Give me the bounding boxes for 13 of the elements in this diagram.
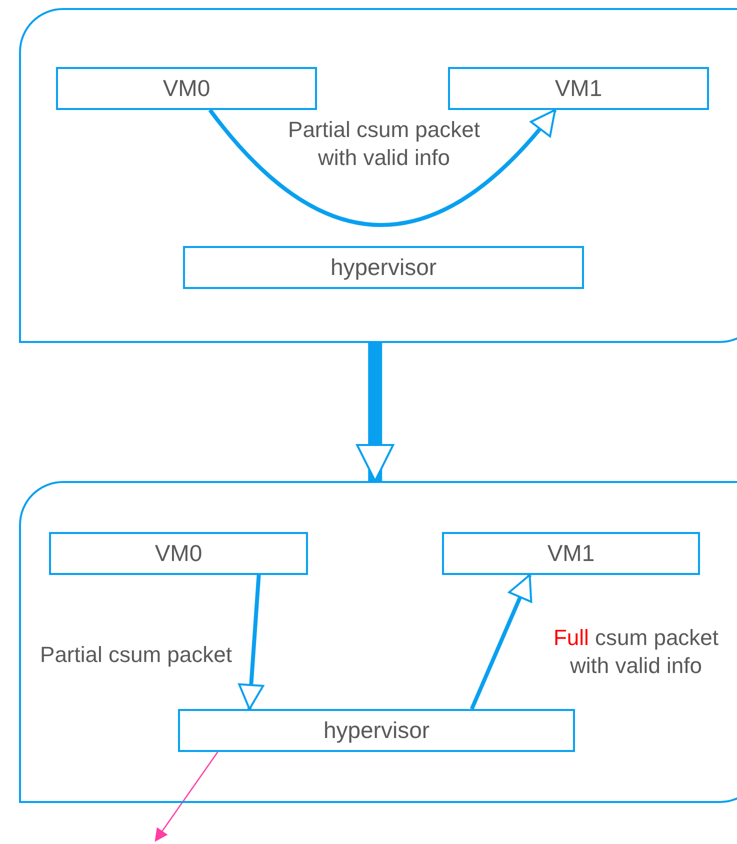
- arrow: [470, 574, 532, 710]
- rounded-panel: [19, 481, 737, 803]
- arrow: [208, 108, 557, 227]
- rounded-panel: [19, 8, 737, 343]
- process-box: VM0: [56, 67, 317, 110]
- pointer-arrow: [155, 752, 218, 841]
- process-box: hypervisor: [178, 709, 575, 752]
- arrow: [356, 343, 394, 482]
- process-box: VM1: [448, 67, 709, 110]
- process-box: VM1: [442, 532, 700, 575]
- process-box: hypervisor: [183, 246, 584, 289]
- arrow: [238, 574, 264, 710]
- process-box: VM0: [49, 532, 308, 575]
